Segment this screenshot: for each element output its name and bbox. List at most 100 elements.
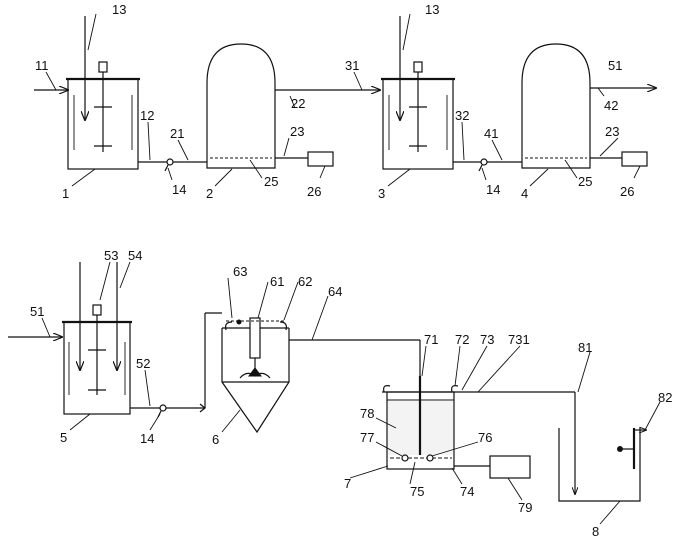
leader-8 — [599, 500, 621, 525]
leader-54 — [119, 261, 131, 289]
leader-63 — [227, 277, 233, 319]
label-71: 71 — [424, 332, 438, 347]
labels: 13 11 12 21 14 1 2 22 23 25 26 31 13 32 … — [30, 2, 672, 539]
leader-11 — [45, 71, 57, 91]
diffuser-77 — [401, 454, 409, 462]
label-82: 82 — [658, 390, 672, 405]
label-22: 22 — [291, 96, 305, 111]
leader-75 — [409, 461, 416, 485]
leader-25a — [249, 159, 263, 179]
leader-76 — [431, 441, 479, 457]
leader-lines — [41, 13, 661, 525]
leader-25b — [564, 159, 578, 179]
label-77: 77 — [360, 430, 374, 445]
label-63: 63 — [233, 264, 247, 279]
label-51a: 51 — [608, 58, 622, 73]
label-81: 81 — [578, 340, 592, 355]
diffuser-76 — [426, 454, 434, 462]
label-14a: 14 — [172, 182, 186, 197]
tank-8-body — [558, 428, 641, 502]
label-75: 75 — [410, 484, 424, 499]
label-31: 31 — [345, 58, 359, 73]
label-6: 6 — [212, 432, 219, 447]
leader-72 — [454, 345, 461, 387]
level-sensor — [617, 446, 623, 452]
label-25b: 25 — [578, 174, 592, 189]
pump-14-b-leg — [478, 164, 483, 172]
tank-3 — [381, 16, 522, 172]
leader-73 — [461, 345, 488, 391]
recycle-arrow-right — [279, 321, 287, 331]
leader-14c — [149, 413, 161, 431]
leader-81 — [577, 351, 591, 393]
leader-2 — [214, 168, 233, 187]
reactor-7 — [382, 376, 575, 479]
leader-7 — [349, 465, 389, 479]
leader-26a — [319, 165, 326, 179]
label-32: 32 — [455, 108, 469, 123]
reactor-7-top-fitting-left — [383, 385, 391, 393]
label-42: 42 — [604, 98, 618, 113]
leader-731 — [477, 345, 521, 393]
leader-52 — [144, 369, 151, 407]
leader-12 — [147, 121, 151, 161]
label-79: 79 — [518, 500, 532, 515]
pump-14-b — [480, 158, 488, 166]
settler-6-body — [221, 328, 290, 434]
leader-22 — [289, 95, 296, 109]
leader-51b — [41, 317, 51, 338]
label-14b: 14 — [486, 182, 500, 197]
leader-26b — [633, 165, 641, 179]
label-5: 5 — [60, 430, 67, 445]
label-8: 8 — [592, 524, 599, 539]
stirrer-6-hub — [248, 367, 262, 377]
blower-79 — [489, 455, 531, 479]
tank-8 — [558, 392, 646, 502]
leader-3 — [387, 168, 411, 187]
label-731: 731 — [508, 332, 530, 347]
pump-14-a — [166, 158, 174, 166]
label-14c: 14 — [140, 431, 154, 446]
label-52: 52 — [136, 356, 150, 371]
leader-42 — [597, 87, 605, 97]
pump-14-a-leg — [164, 164, 169, 172]
label-73: 73 — [480, 332, 494, 347]
reactor-4 — [521, 43, 656, 169]
label-25a: 25 — [264, 174, 278, 189]
leader-1 — [71, 168, 96, 187]
label-61: 61 — [270, 274, 284, 289]
label-51b: 51 — [30, 304, 44, 319]
leader-77 — [375, 441, 403, 457]
leader-71 — [421, 345, 427, 377]
pump-14-c — [159, 404, 167, 412]
leader-64 — [311, 295, 329, 341]
label-72: 72 — [455, 332, 469, 347]
label-4: 4 — [521, 186, 528, 201]
reactor-2-body — [206, 43, 276, 169]
label-12: 12 — [140, 108, 154, 123]
reactor-7-top-fitting-72 — [451, 385, 459, 393]
tank-3-motor — [413, 61, 423, 73]
label-26b: 26 — [620, 184, 634, 199]
leader-79 — [507, 477, 523, 501]
leader-6 — [221, 409, 241, 433]
label-13a: 13 — [112, 2, 126, 17]
label-11: 11 — [35, 58, 49, 73]
label-7: 7 — [344, 476, 351, 491]
tank-5 — [8, 262, 206, 418]
label-23b: 23 — [605, 124, 619, 139]
blower-26-a — [307, 151, 334, 167]
label-53: 53 — [104, 248, 118, 263]
recycle-arrow-left — [225, 321, 233, 331]
label-74: 74 — [460, 484, 474, 499]
label-21: 21 — [170, 126, 184, 141]
label-76: 76 — [478, 430, 492, 445]
leader-41 — [491, 139, 503, 161]
leader-14b — [481, 167, 487, 181]
label-78: 78 — [360, 406, 374, 421]
tank-5-motor — [92, 304, 102, 316]
leader-13b — [402, 13, 411, 51]
leader-31 — [353, 71, 363, 91]
label-3: 3 — [378, 186, 385, 201]
blower-26-b — [621, 151, 648, 167]
